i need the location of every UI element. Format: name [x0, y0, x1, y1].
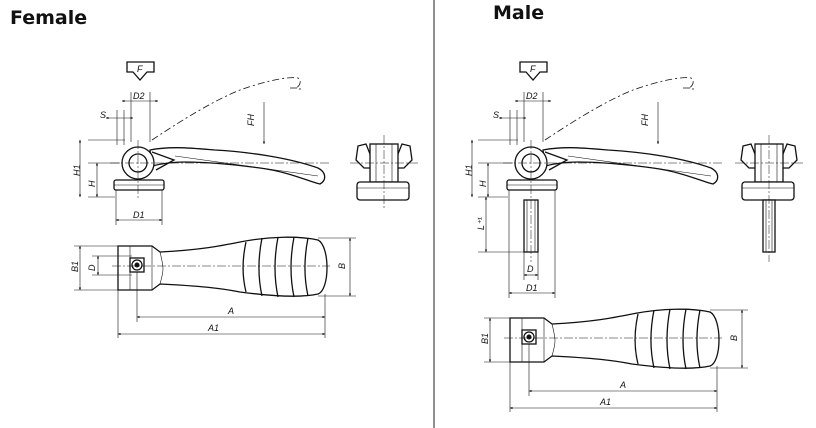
- male-top-view: B1 B A A1: [480, 308, 748, 412]
- male-label-s: S: [493, 110, 499, 120]
- male-force-arrow-icon: [519, 61, 548, 81]
- female-label-d1: D1: [133, 210, 145, 220]
- male-label-h1: H1: [464, 164, 474, 176]
- female-label-fh: FH: [246, 114, 256, 126]
- male-label-d2: D2: [526, 91, 538, 101]
- male-label-a: A: [619, 380, 626, 390]
- male-label-f: F: [530, 64, 536, 74]
- male-label-l: L⁺¹: [476, 217, 486, 230]
- female-title: Female: [10, 7, 88, 29]
- female-label-a: A: [227, 306, 234, 316]
- male-label-a1: A1: [599, 397, 611, 407]
- male-label-b1: B1: [480, 333, 490, 344]
- female-force-arrow-icon: [126, 61, 155, 81]
- female-label-f: F: [137, 64, 143, 74]
- male-label-d: D: [527, 264, 534, 274]
- male-end-view: [735, 135, 803, 262]
- female-label-b: B: [337, 263, 347, 269]
- female-label-a1: A1: [207, 323, 219, 333]
- male-label-fh: FH: [640, 114, 650, 126]
- female-label-h: H: [87, 180, 97, 187]
- male-title: Male: [493, 2, 545, 24]
- male-label-h: H: [478, 180, 488, 187]
- female-label-s: S: [100, 110, 106, 120]
- female-end-view: [350, 135, 418, 208]
- male-label-d1: D1: [526, 283, 538, 293]
- female-label-d2: D2: [133, 91, 145, 101]
- female-label-d: D: [87, 264, 97, 271]
- female-label-b1: B1: [70, 261, 80, 272]
- female-top-view: B1 D B A A1: [70, 236, 356, 338]
- male-side-view: F FH D2 S H1 H L⁺¹: [464, 61, 723, 298]
- male-label-b: B: [729, 335, 739, 341]
- female-side-view: F FH D2 S H1 H: [72, 61, 330, 225]
- female-label-h1: H1: [72, 164, 82, 176]
